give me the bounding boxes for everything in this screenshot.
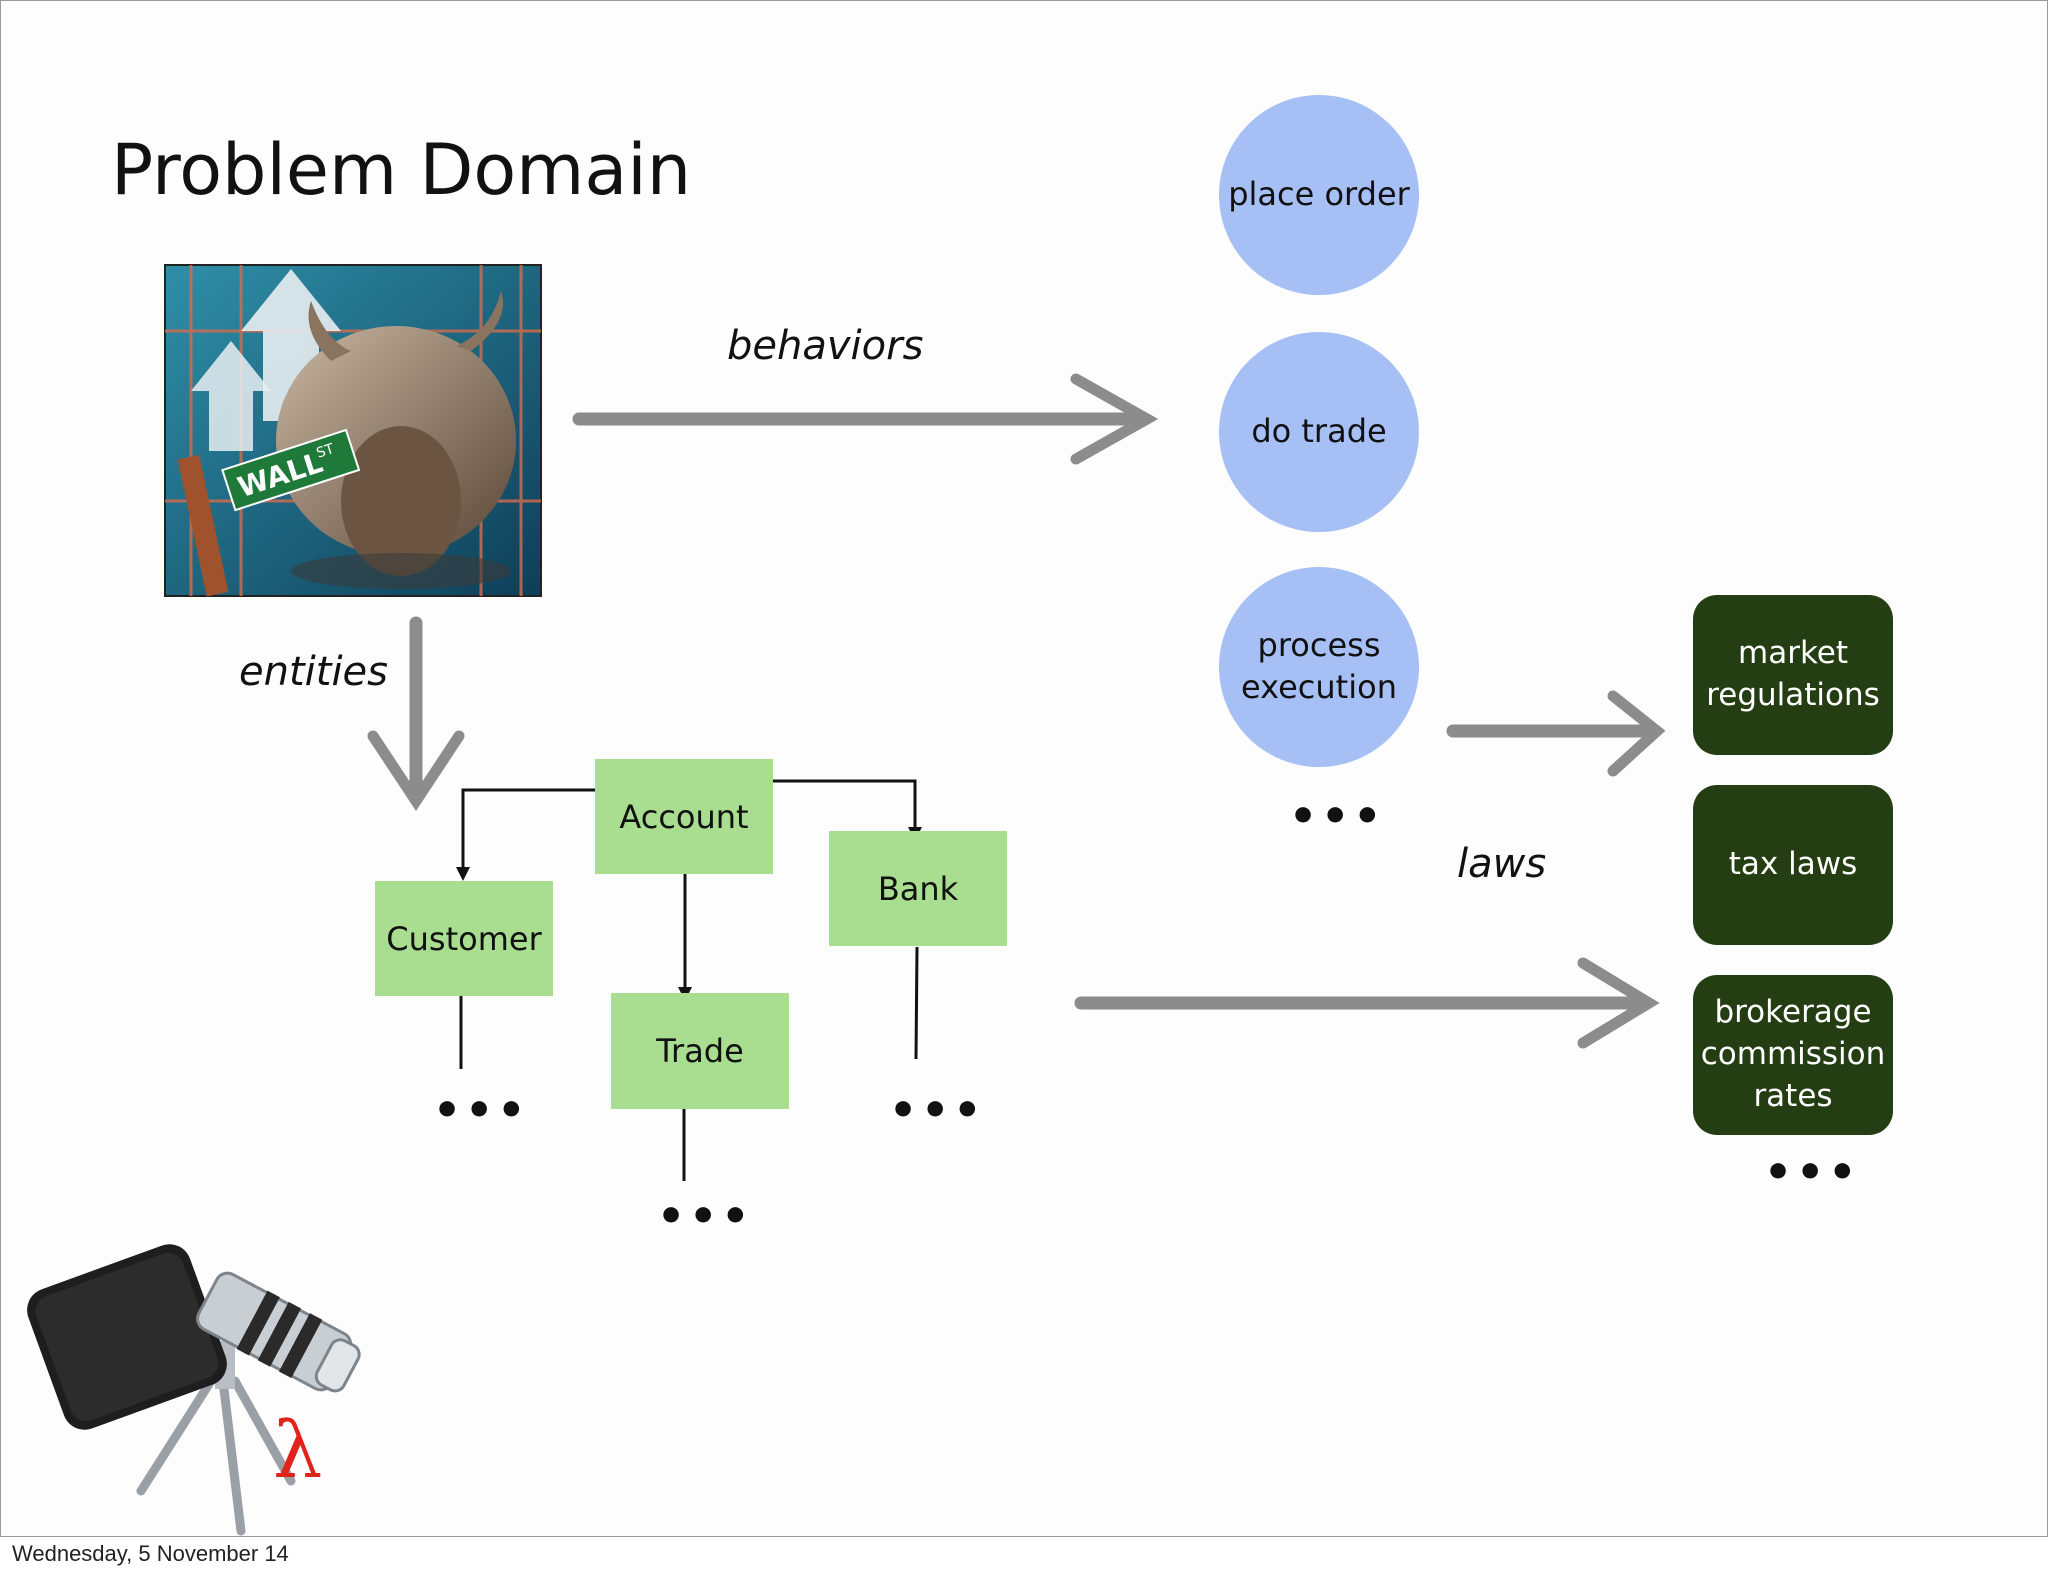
entity-trade: Trade — [611, 993, 789, 1109]
laws-label: laws — [1457, 841, 1547, 887]
connector-account-bank — [773, 779, 917, 829]
svg-text:ST: ST — [315, 441, 337, 462]
behavior-process-execution: process execution — [1219, 567, 1419, 767]
trade-ellipsis: ••• — [657, 1191, 754, 1242]
connector-account-customer — [461, 788, 595, 871]
law-market-regulations: market regulations — [1693, 595, 1893, 755]
behaviors-ellipsis: ••• — [1289, 791, 1386, 842]
behavior-do-trade: do trade — [1219, 332, 1419, 532]
entities-label: entities — [239, 649, 389, 695]
behavior-place-order: place order — [1219, 95, 1419, 295]
lambda-icon: λ — [273, 1406, 322, 1496]
laws-ellipsis: ••• — [1764, 1147, 1861, 1198]
behaviors-arrow — [572, 373, 1159, 465]
law-brokerage-commission-rates: brokerage commission rates — [1693, 975, 1893, 1135]
entity-customer: Customer — [375, 881, 553, 996]
svg-text:WALL: WALL — [234, 446, 327, 504]
connector-bank-more — [914, 946, 919, 1060]
law-tax-laws: tax laws — [1693, 785, 1893, 945]
entity-bank: Bank — [829, 831, 1007, 946]
laws-arrow-bottom — [1074, 957, 1660, 1049]
footer-date: Wednesday, 5 November 14 — [12, 1541, 289, 1566]
behaviors-label: behaviors — [727, 323, 924, 369]
customer-ellipsis: ••• — [433, 1085, 530, 1136]
bank-ellipsis: ••• — [889, 1085, 986, 1136]
slide-title: Problem Domain — [111, 129, 692, 211]
slide: Problem Domain WALL ST — [0, 0, 2048, 1537]
laws-arrow-top — [1446, 690, 1666, 777]
entity-account: Account — [595, 759, 773, 874]
